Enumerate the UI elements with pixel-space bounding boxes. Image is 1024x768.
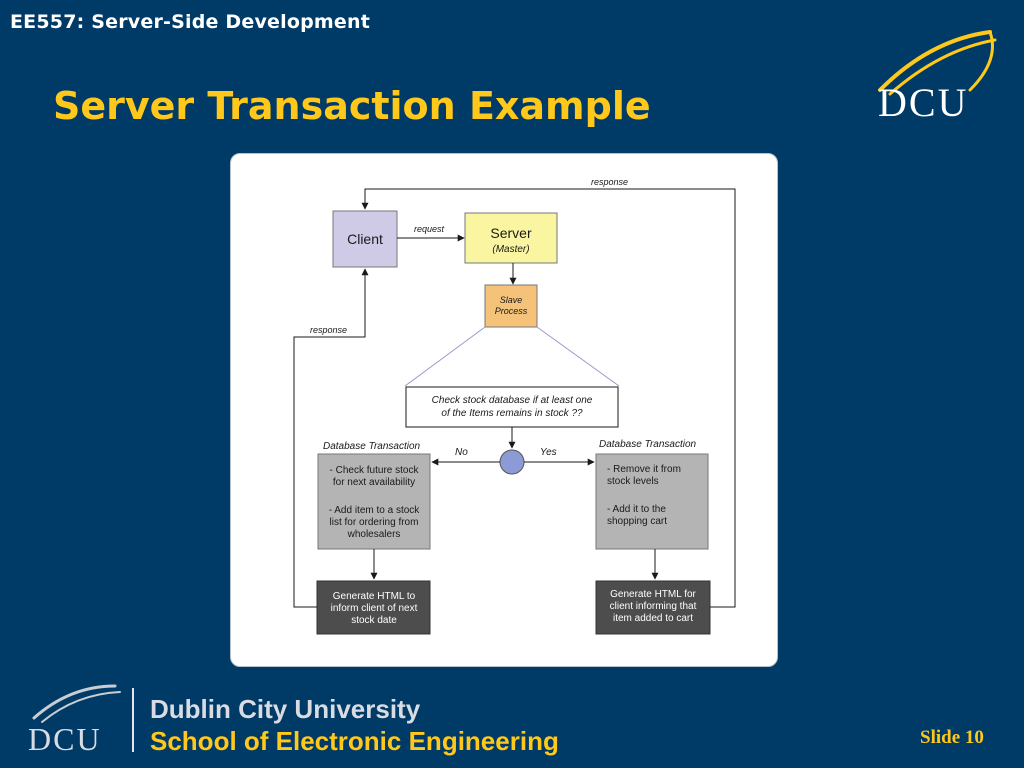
response-top-label: response (591, 177, 628, 187)
generate-right-box (595, 580, 711, 635)
footer-divider (132, 688, 134, 752)
generate-left-line-1: Generate HTML to (333, 591, 416, 602)
generate-right-line-3: item added to cart (613, 613, 693, 624)
page-title: Server Transaction Example (53, 84, 651, 128)
check-stock-line-2: of the Items remains in stock ?? (441, 408, 583, 419)
school-name: School of Electronic Engineering (150, 726, 559, 756)
slave-process-box (484, 284, 538, 328)
right-box-line-1: - Remove it from (607, 464, 681, 475)
footer-swoosh-icon (32, 684, 121, 723)
slave-label-2: Process (495, 306, 528, 316)
right-box-line-5: shopping cart (607, 516, 667, 527)
left-box-line-6: wholesalers (347, 529, 401, 540)
right-box-line-4: - Add it to the (607, 504, 666, 515)
check-stock-box (405, 386, 619, 428)
right-transaction-box (595, 453, 709, 550)
generate-left-line-3: stock date (351, 615, 397, 626)
left-transaction-box (317, 453, 431, 550)
expand-line-right (536, 326, 620, 387)
response-left-label: response (310, 325, 347, 335)
left-box-line-5: list for ordering from (330, 517, 419, 528)
response-top-arrow (361, 188, 736, 608)
expand-line-left (404, 326, 486, 387)
server-sub-label: (Master) (492, 244, 529, 255)
right-box-line-2: stock levels (607, 476, 659, 487)
decision-node (499, 449, 525, 475)
db-transaction-left-label: Database Transaction (323, 441, 421, 452)
request-label: request (414, 224, 445, 234)
slave-label-1: Slave (500, 295, 523, 305)
yes-label: Yes (540, 447, 557, 458)
dcu-logo: DCU (878, 30, 997, 125)
generate-right-line-2: client informing that (610, 601, 697, 612)
response-left-arrow (293, 268, 369, 608)
left-box-line-4: - Add item to a stock (329, 505, 421, 516)
generate-left-box (316, 580, 431, 635)
footer-dcu-logo: DCU (28, 684, 121, 757)
check-stock-line-1: Check stock database if at least one (432, 395, 593, 406)
course-title: EE557: Server-Side Development (10, 11, 370, 33)
server-box (464, 212, 558, 264)
slide-number: Slide 10 (920, 727, 984, 748)
logo-swoosh-icon (878, 30, 997, 96)
no-label: No (455, 447, 468, 458)
logo-text: DCU (878, 80, 968, 125)
client-label: Client (347, 231, 383, 247)
client-box (332, 210, 398, 268)
generate-right-line-1: Generate HTML for (610, 589, 696, 600)
flowchart: Client request Server (Master) Slave Pro… (293, 177, 736, 635)
left-box-line-1: - Check future stock (330, 465, 420, 476)
generate-left-line-2: inform client of next (331, 603, 418, 614)
left-box-line-2: for next availability (333, 477, 415, 488)
footer-logo-text: DCU (28, 721, 102, 757)
server-label: Server (490, 225, 532, 241)
db-transaction-right-label: Database Transaction (599, 439, 697, 450)
diagram-panel: Client request Server (Master) Slave Pro… (230, 153, 778, 667)
university-name: Dublin City University (150, 694, 421, 724)
